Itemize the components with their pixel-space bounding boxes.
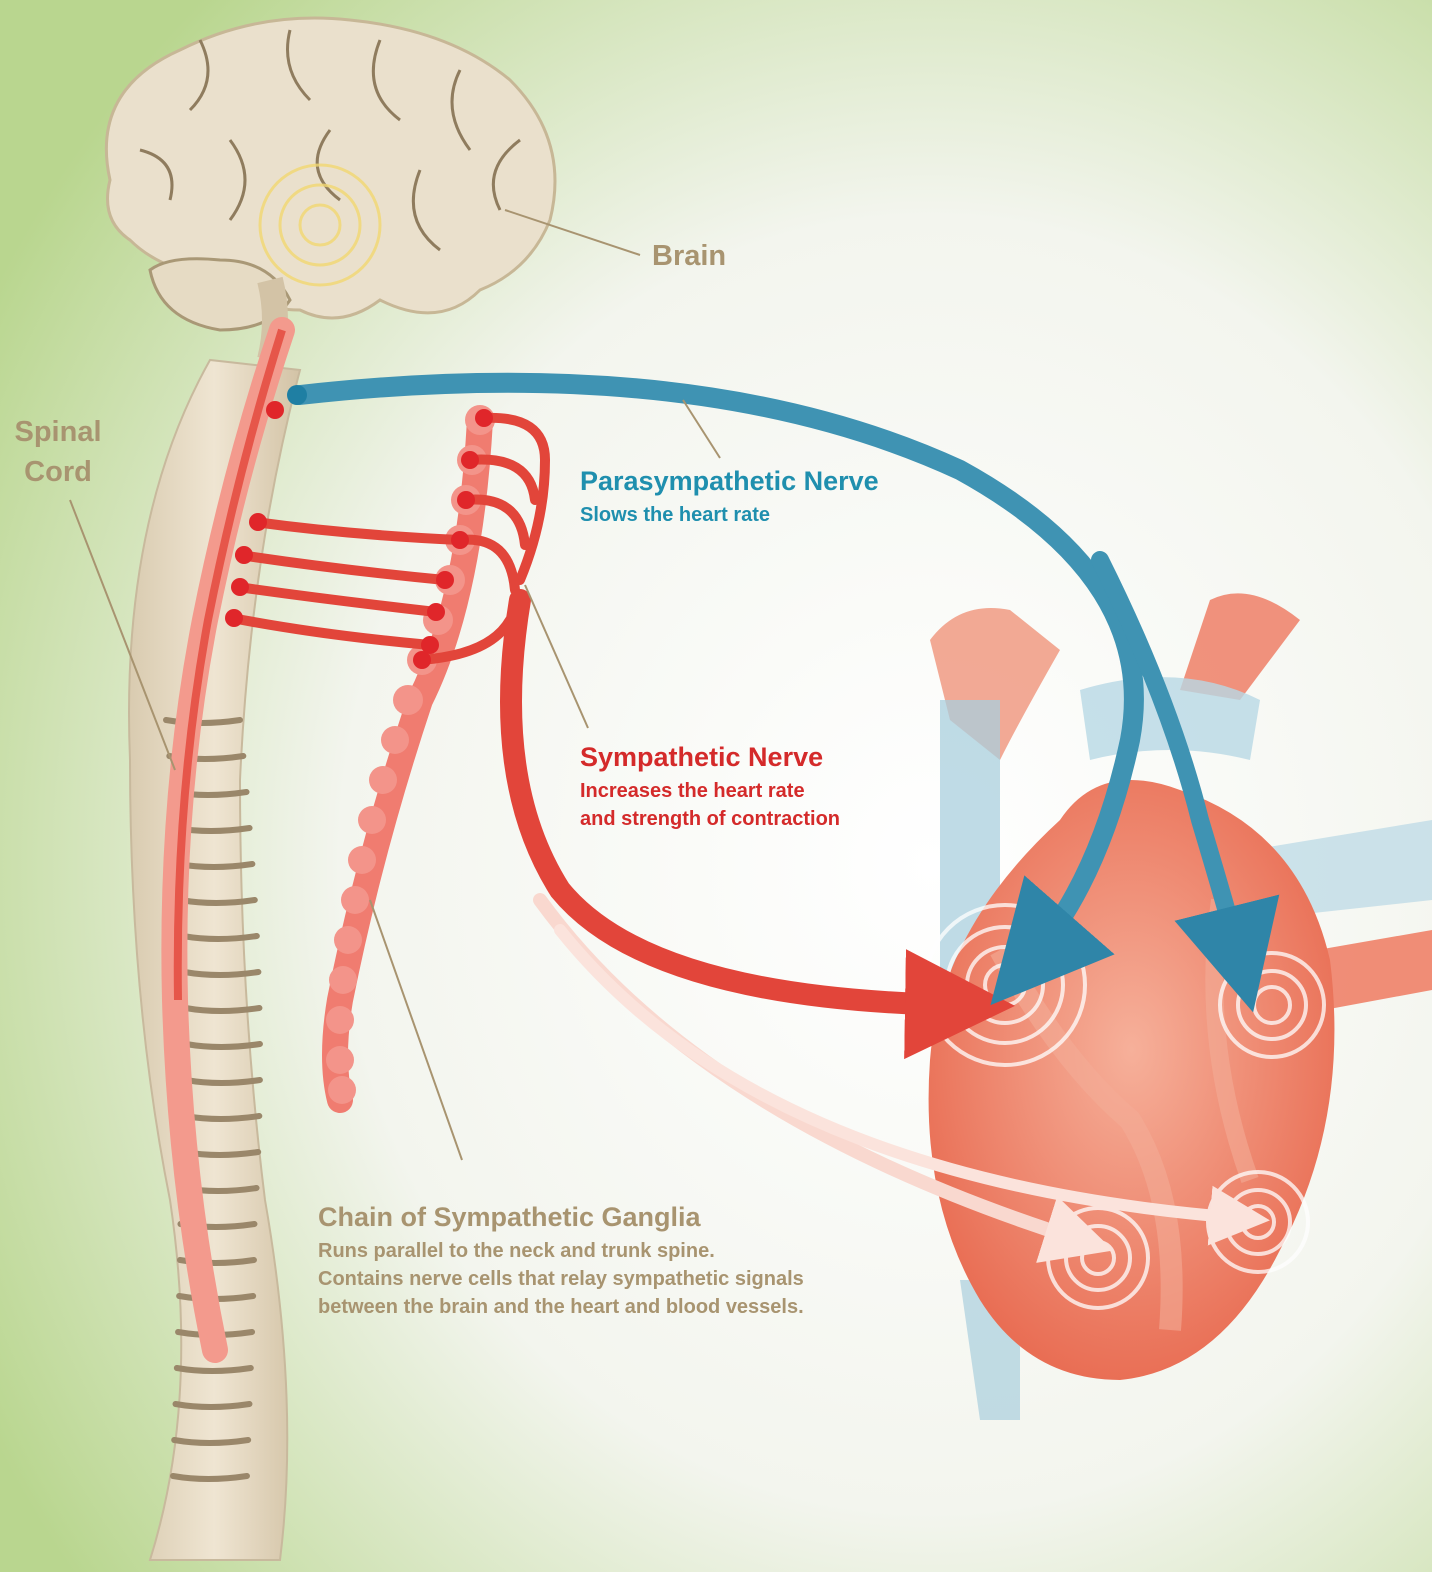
ganglion-bead	[328, 1076, 356, 1104]
sympathetic-desc-line1: Increases the heart rate	[580, 777, 840, 805]
vertebra-disc	[177, 1368, 251, 1371]
ganglia-chain-desc-line2: Contains nerve cells that relay sympathe…	[318, 1265, 804, 1293]
ganglia-chain-desc-line1: Runs parallel to the neck and trunk spin…	[318, 1237, 804, 1265]
nerve-cell-dot	[249, 513, 267, 531]
vertebra-disc	[173, 1476, 247, 1479]
nerve-cell-dot	[266, 401, 284, 419]
ganglion-bead	[326, 1046, 354, 1074]
brain-label: Brain	[652, 240, 726, 273]
nerve-cell-dot	[427, 603, 445, 621]
ganglion-bead	[348, 846, 376, 874]
vertebra-disc	[186, 1044, 260, 1047]
spinal-cord-label: Spinal Cord	[8, 412, 108, 492]
ganglion-bead	[341, 886, 369, 914]
ganglion-bead	[326, 1006, 354, 1034]
spinal-cord-label-line2: Cord	[8, 452, 108, 492]
ganglion-bead	[381, 726, 409, 754]
parasympathetic-label: Parasympathetic Nerve Slows the heart ra…	[580, 466, 879, 529]
vertebra-disc	[186, 1080, 260, 1083]
nerve-cell-dot	[457, 491, 475, 509]
ganglia-chain-label: Chain of Sympathetic Ganglia Runs parall…	[318, 1202, 804, 1321]
vertebra-disc	[183, 936, 257, 939]
nerve-cell-dot	[451, 531, 469, 549]
nerve-cell-dot	[413, 651, 431, 669]
vertebra-disc	[185, 1116, 259, 1119]
parasympathetic-title: Parasympathetic Nerve	[580, 466, 879, 497]
sympathetic-label: Sympathetic Nerve Increases the heart ra…	[580, 742, 840, 833]
vertebra-disc	[175, 1404, 249, 1407]
ganglion-bead	[369, 766, 397, 794]
vertebra-disc	[185, 1008, 259, 1011]
ganglion-bead	[393, 685, 423, 715]
ganglion-bead	[358, 806, 386, 834]
spinal-cord-label-line1: Spinal	[8, 412, 108, 452]
nerve-cell-dot	[231, 578, 249, 596]
sympathetic-desc-line2: and strength of contraction	[580, 805, 840, 833]
vertebra-disc	[181, 900, 255, 903]
nerve-cell-dot	[475, 409, 493, 427]
nerve-cell-dot	[436, 571, 454, 589]
nerve-cell-dot	[235, 546, 253, 564]
vertebra-disc	[174, 1440, 248, 1443]
parasympathetic-desc: Slows the heart rate	[580, 501, 879, 529]
ganglion-bead	[334, 926, 362, 954]
nerve-cell-dot	[225, 609, 243, 627]
vertebra-disc	[184, 972, 258, 975]
nerve-cell-dot	[461, 451, 479, 469]
sympathetic-title: Sympathetic Nerve	[580, 742, 840, 773]
ganglia-chain-title: Chain of Sympathetic Ganglia	[318, 1202, 804, 1233]
ganglion-bead	[329, 966, 357, 994]
parasympathetic-origin-dot	[287, 385, 307, 405]
ganglia-chain-desc-line3: between the brain and the heart and bloo…	[318, 1293, 804, 1321]
vertebra-disc	[178, 864, 252, 867]
